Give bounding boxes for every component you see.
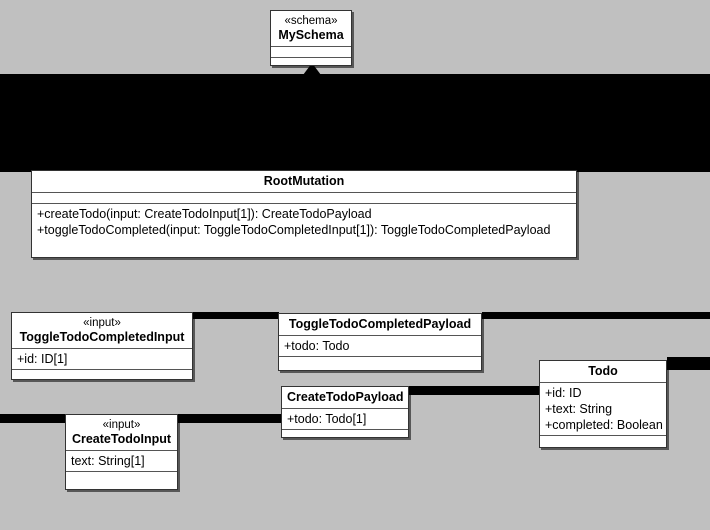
class-name-todo: Todo	[588, 364, 618, 378]
class-title-rootmutation: RootMutation	[32, 171, 576, 192]
class-attributes-createtodoinput: text: String[1]	[66, 450, 177, 471]
class-operations-todo	[540, 435, 666, 443]
class-box-toggletodocompletedinput[interactable]: «input» ToggleTodoCompletedInput +id: ID…	[11, 312, 193, 380]
attribute-text: +text: String	[545, 402, 613, 416]
edge-toggleinput-to-togglepayload	[193, 312, 279, 319]
class-box-rootmutation[interactable]: RootMutation +createTodo(input: CreateTo…	[31, 170, 577, 258]
class-title-toggletodocompletedpayload: ToggleTodoCompletedPayload	[279, 314, 481, 335]
class-attributes-toggletodocompletedinput: +id: ID[1]	[12, 348, 192, 369]
class-box-myschema[interactable]: «schema» MySchema	[270, 10, 352, 66]
generalization-arrowhead	[303, 63, 321, 75]
attribute-id: +id: ID	[545, 386, 582, 400]
class-attributes-toggletodocompletedpayload: +todo: Todo	[279, 335, 481, 356]
class-operations-toggletodocompletedinput	[12, 369, 192, 380]
edge-band-main	[0, 74, 710, 172]
edge-togglepayload-to-todo	[482, 312, 710, 319]
class-title-toggletodocompletedinput: «input» ToggleTodoCompletedInput	[12, 313, 192, 348]
edge-createpayload-to-todo	[409, 386, 539, 395]
class-box-todo[interactable]: Todo +id: ID +text: String +completed: B…	[539, 360, 667, 448]
attribute-todo: +todo: Todo[1]	[287, 412, 367, 426]
class-operations-createtodopayload	[282, 429, 408, 438]
attribute-id: +id: ID[1]	[17, 352, 68, 366]
edge-todo-right-stub	[667, 357, 710, 370]
attribute-text: text: String[1]	[71, 454, 145, 468]
class-name-toggletodocompletedpayload: ToggleTodoCompletedPayload	[288, 317, 472, 331]
edge-todo-left-stub	[480, 386, 540, 395]
operation-createtodo: +createTodo(input: CreateTodoInput[1]): …	[37, 207, 372, 221]
class-name-createtodopayload: CreateTodoPayload	[287, 390, 404, 404]
class-box-createtodopayload[interactable]: CreateTodoPayload +todo: Todo[1]	[281, 386, 409, 438]
class-title-todo: Todo	[540, 361, 666, 382]
class-attributes-createtodopayload: +todo: Todo[1]	[282, 408, 408, 429]
class-attributes-rootmutation	[32, 192, 576, 203]
edge-createinput-right-stub	[178, 414, 286, 423]
class-name-rootmutation: RootMutation	[263, 174, 345, 188]
attribute-completed: +completed: Boolean	[545, 418, 663, 432]
edge-createinput-to-createpayload	[0, 414, 110, 423]
class-attributes-todo: +id: ID +text: String +completed: Boolea…	[540, 382, 666, 435]
class-attributes-myschema	[271, 46, 351, 57]
attribute-todo: +todo: Todo	[284, 339, 350, 353]
class-title-createtodopayload: CreateTodoPayload	[282, 387, 408, 408]
class-stereotype-createtodoinput: «input»	[102, 419, 141, 431]
class-operations-myschema	[271, 57, 351, 68]
class-box-createtodoinput[interactable]: «input» CreateTodoInput text: String[1]	[65, 414, 178, 490]
class-name-toggletodocompletedinput: ToggleTodoCompletedInput	[19, 330, 185, 344]
class-box-toggletodocompletedpayload[interactable]: ToggleTodoCompletedPayload +todo: Todo	[278, 313, 482, 371]
class-title-myschema: «schema» MySchema	[271, 11, 351, 46]
class-name-createtodoinput: CreateTodoInput	[71, 432, 172, 446]
class-title-createtodoinput: «input» CreateTodoInput	[66, 415, 177, 450]
class-stereotype-myschema: «schema»	[284, 15, 338, 27]
class-operations-toggletodocompletedpayload	[279, 356, 481, 367]
class-operations-createtodoinput	[66, 471, 177, 483]
class-operations-rootmutation: +createTodo(input: CreateTodoInput[1]): …	[32, 203, 576, 250]
operation-toggletodocompleted: +toggleTodoCompleted(input: ToggleTodoCo…	[37, 223, 551, 237]
class-stereotype-toggletodocompletedinput: «input»	[83, 317, 121, 329]
class-name-myschema: MySchema	[278, 28, 344, 42]
